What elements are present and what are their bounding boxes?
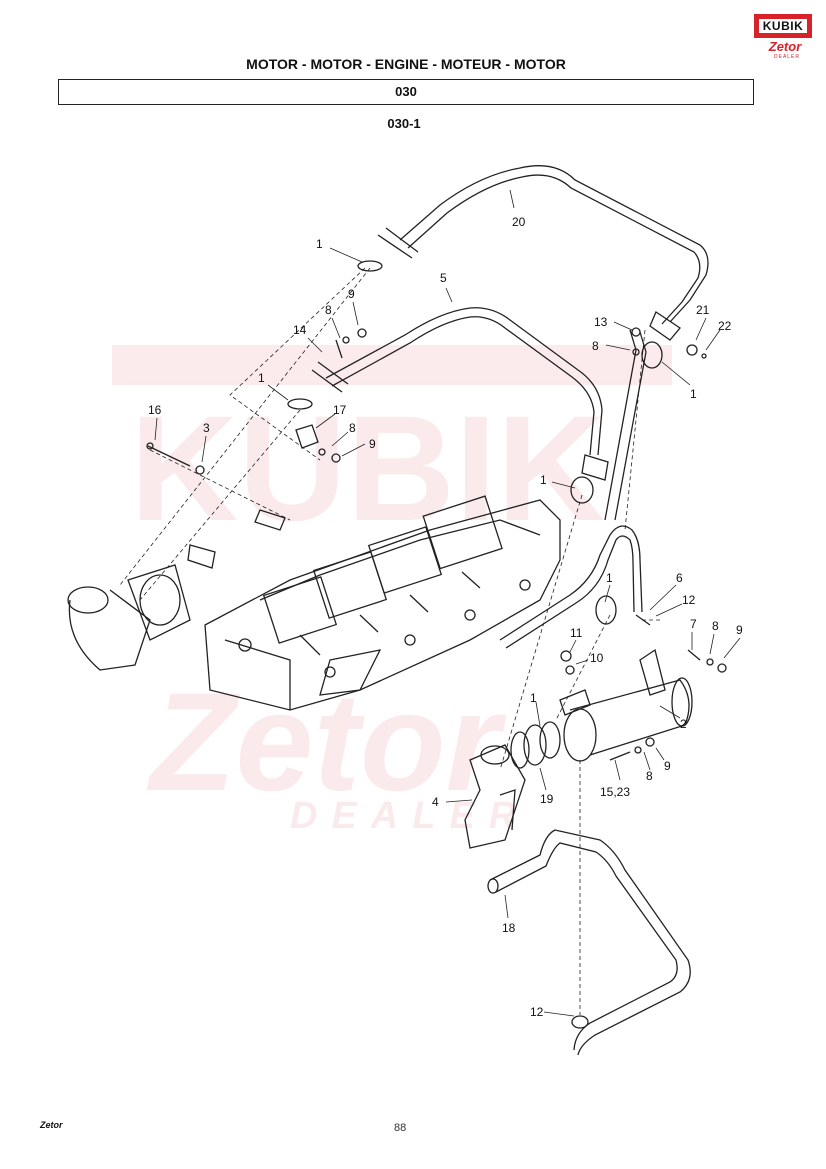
- callout-label: 20: [512, 215, 526, 229]
- elbow-fitting: [67, 564, 191, 671]
- callout-label: 5: [440, 271, 447, 285]
- callout-label: 1: [606, 571, 613, 585]
- footer-logo: Zetor: [40, 1120, 63, 1130]
- callout-label: 14: [293, 323, 307, 337]
- watermark-brand: KUBIK: [130, 384, 605, 552]
- callout-label: 12: [530, 1005, 544, 1019]
- callout-labels: 20 1 5 9 8 14 13 8 21 22 1 1 16 3 17 8 9…: [148, 215, 743, 1019]
- callout-label: 4: [432, 795, 439, 809]
- callout-label: 18: [502, 921, 516, 935]
- callout-label: 3: [203, 421, 210, 435]
- watermark: KUBIK Zetor DEALER: [112, 345, 672, 837]
- logo-top: KUBIK: [754, 14, 812, 38]
- watermark-tag: DEALER: [290, 795, 530, 837]
- small-hardware: [146, 260, 727, 761]
- pipe-6: [499, 525, 643, 649]
- callout-label: 9: [664, 759, 671, 773]
- section-code: 030: [395, 84, 417, 99]
- callout-label: 9: [736, 623, 743, 637]
- section-code-box: 030: [58, 79, 754, 105]
- logo-brand: KUBIK: [759, 19, 807, 33]
- callout-label: 9: [348, 287, 355, 301]
- pipe-riser: [604, 329, 647, 521]
- callout-label: 7: [690, 617, 697, 631]
- callout-label: 8: [325, 303, 332, 317]
- egr-cooler: [559, 648, 693, 762]
- callout-label: 12: [682, 593, 696, 607]
- callout-label: 11: [570, 626, 583, 640]
- callout-leaders: [154, 189, 741, 1017]
- callout-label: 13: [594, 315, 608, 329]
- callout-label: 15,23: [600, 785, 630, 799]
- callout-label: 1: [690, 387, 697, 401]
- watermark-sub: Zetor: [146, 663, 507, 820]
- diagram-code: 030-1: [387, 116, 421, 131]
- page-number: 88: [394, 1122, 407, 1134]
- page-title: MOTOR - MOTOR - ENGINE - MOTEUR - MOTOR: [246, 56, 566, 72]
- leader-lines: [119, 267, 660, 1015]
- callout-label: 16: [148, 403, 162, 417]
- callout-label: 21: [696, 303, 710, 317]
- callout-label: 17: [333, 403, 347, 417]
- pipe-20: [377, 165, 709, 341]
- callout-label: 8: [592, 339, 599, 353]
- logo-sub: Zetor: [768, 39, 802, 54]
- callout-label: 22: [718, 319, 732, 333]
- kubik-zetor-logo: KUBIK Zetor DEALER: [754, 14, 812, 62]
- pipe-5: [311, 307, 609, 481]
- callout-label: 8: [712, 619, 719, 633]
- hose-18: [487, 829, 691, 1056]
- callout-label: 1: [530, 691, 537, 705]
- callout-label: 1: [258, 371, 265, 385]
- callout-label: 2: [680, 717, 687, 731]
- logo-tag: DEALER: [774, 54, 801, 60]
- callout-label: 9: [369, 437, 376, 451]
- callout-label: 1: [316, 237, 323, 251]
- callout-label: 6: [676, 571, 683, 585]
- gasket-set: [510, 721, 561, 769]
- callout-label: 8: [349, 421, 356, 435]
- callout-label: 10: [590, 651, 604, 665]
- callout-label: 8: [646, 769, 653, 783]
- callout-label: 1: [540, 473, 547, 487]
- callout-label: 19: [540, 792, 554, 806]
- egr-valve: [464, 744, 526, 849]
- engine-block: [204, 495, 561, 711]
